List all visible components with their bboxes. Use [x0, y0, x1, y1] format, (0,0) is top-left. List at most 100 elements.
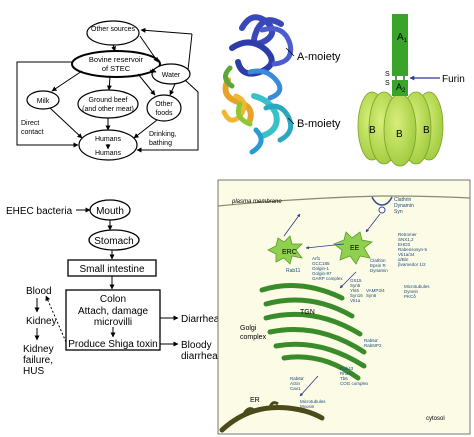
tgn-right-list: GS15 Syn5 Ykt6 Syn16 Vti1a [350, 278, 363, 303]
water-node [151, 63, 191, 85]
colon-label: Colon [100, 294, 126, 305]
golgi-left-1: GCC185 [312, 261, 330, 266]
clathrin-pit [371, 196, 393, 206]
mid-0: VAMP3/4 [366, 288, 385, 293]
drinking-label-1: Drinking, [149, 131, 177, 138]
ehec-label: EHEC bacteria [6, 206, 73, 217]
rab43-1: Rhoa [340, 371, 351, 376]
a-moiety-pointer [285, 47, 295, 57]
er-label: ER [250, 397, 260, 404]
rab43-2: Tb6 [340, 376, 348, 381]
bloody-label-2: diarrhea [181, 351, 218, 362]
protein-structure-image [221, 14, 294, 155]
ee-right-1: SNX1,2 [398, 237, 414, 242]
tgn-label: TGN [300, 309, 315, 316]
ee-right-2: EHD3 [398, 242, 411, 247]
micro-list: Microtubules Dynein PKCδ [404, 284, 430, 299]
drinking-label-2: bathing [149, 140, 172, 147]
diarrhea-label: Diarrhea [181, 314, 220, 325]
rab43-list: Rab43 Rhoa Tb6 COG complex [340, 366, 369, 386]
golgi-label-2: complex [240, 334, 267, 341]
tgn-right-4: Vti1a [350, 298, 361, 303]
b-moiety-pointer [287, 117, 295, 125]
erc-label: ERC [282, 249, 297, 256]
rab-list: Rab6a' Rab6IP2 [364, 338, 382, 348]
er-left-list: Rab6a' Actin Cav1 [290, 376, 304, 391]
er-left-0: Rab6a' [290, 376, 304, 381]
a1-label: A1 [397, 32, 408, 44]
micro-1: Dynein [404, 289, 419, 294]
mid-list: VAMP3/4 Syn6 [366, 288, 385, 298]
plasma-membrane-line [217, 195, 471, 207]
ee-left-list: Clathrin Epsin R Dynamin [370, 258, 388, 273]
milk-label: Milk [37, 98, 50, 105]
other-sources-label: Other sources [91, 26, 135, 33]
golgi-left-3: Golgin-97 [312, 271, 332, 276]
other-sources-node [86, 20, 140, 46]
ee-right-3: Rabensosyn-5 [398, 247, 428, 252]
ee-left-1: Epsin R [370, 263, 387, 268]
mid-1: Syn6 [366, 293, 377, 298]
golgi-left-4: GARP complex [312, 276, 343, 281]
rab43-3: COG complex [340, 381, 369, 386]
cell-trafficking-diagram: plasma membrane Clathrin Dynamin Syn EE … [217, 179, 471, 435]
micro-2: PKCδ [404, 294, 416, 299]
s-bottom-label: S [385, 80, 390, 87]
ee-right-list: Retromer SNX1,2 EHD3 Rabensosyn-5 Vti1a/… [398, 232, 428, 267]
ee-right-4: Vti1a/34 [398, 252, 415, 257]
early-endosome [333, 231, 373, 265]
kidney-label: Kidney [26, 316, 57, 327]
golgi-left-2: Golgin-1 [312, 266, 330, 271]
transmission-diagram: Other sources Bovine reservoir of STEC W… [16, 20, 199, 161]
b-moiety-label: B-moiety [297, 118, 341, 130]
golgi-left-list: Arf1 GCC185 Golgin-1 Golgin-97 GARP comp… [312, 256, 343, 281]
ee-right-5: α/Bin [398, 257, 409, 262]
a2-label: A2 [396, 82, 406, 94]
ee-right-0: Retromer [398, 232, 417, 237]
colon-attach-2: microvilli [94, 317, 132, 328]
kidney-failure-3: HUS [23, 366, 44, 377]
reservoir-label-1: Bovine reservoir [89, 55, 144, 64]
rab-0: Rab6a' [364, 338, 378, 343]
ee-right-6: βvamedor 1/2 [398, 262, 426, 267]
mouth-label: Mouth [96, 206, 124, 217]
er-structure [219, 404, 325, 433]
small-intestine-label: Small intestine [79, 264, 144, 275]
direct-contact-label-1: Direct [21, 120, 39, 127]
stomach-node [88, 229, 140, 251]
reservoir-label-2: of STEC [102, 64, 131, 73]
ground-beef-label-1: Ground beef [89, 97, 128, 104]
colon-node [65, 289, 161, 351]
clathrin-top: Clathrin [394, 197, 411, 203]
golgi-left-0: Arf1 [312, 256, 321, 261]
direct-contact-label-2: contact [21, 129, 44, 136]
microtubule-0: Microtubules [300, 399, 326, 404]
shiga-label: Produce Shiga toxin [68, 339, 158, 350]
pathogenesis-diagram: EHEC bacteria Mouth Stomach Small intest… [6, 199, 220, 377]
other-foods-node [146, 94, 182, 122]
b-left-label: B [369, 125, 376, 136]
dynamin-top: Dynamin [394, 203, 414, 209]
stomach-label: Stomach [94, 236, 133, 247]
tgn-right-1: Syn5 [350, 283, 361, 288]
humans-label-1: Humans [95, 136, 122, 143]
reservoir-node [71, 50, 161, 78]
ee-left-2: Dynamin [370, 268, 388, 273]
micro-0: Microtubules [404, 284, 430, 289]
tgn-right-2: Ykt6 [350, 288, 360, 293]
syn-top: Syn [394, 209, 403, 215]
bloody-label-1: Bloody [181, 340, 212, 351]
other-foods-label-2: foods [155, 110, 173, 117]
er-left-2: Cav1 [290, 386, 301, 391]
tgn-right-3: Syn16 [350, 293, 363, 298]
other-foods-label-1: Other [155, 101, 173, 108]
ee-label: EE [350, 245, 360, 252]
er-left-1: Actin [290, 381, 301, 386]
ee-left-0: Clathrin [370, 258, 386, 263]
tgn-right-0: GS15 [350, 278, 362, 283]
kidney-failure-1: Kidney [23, 344, 54, 355]
ground-beef-node [77, 89, 139, 119]
golgi-stack [259, 283, 367, 381]
blood-label: Blood [26, 286, 52, 297]
